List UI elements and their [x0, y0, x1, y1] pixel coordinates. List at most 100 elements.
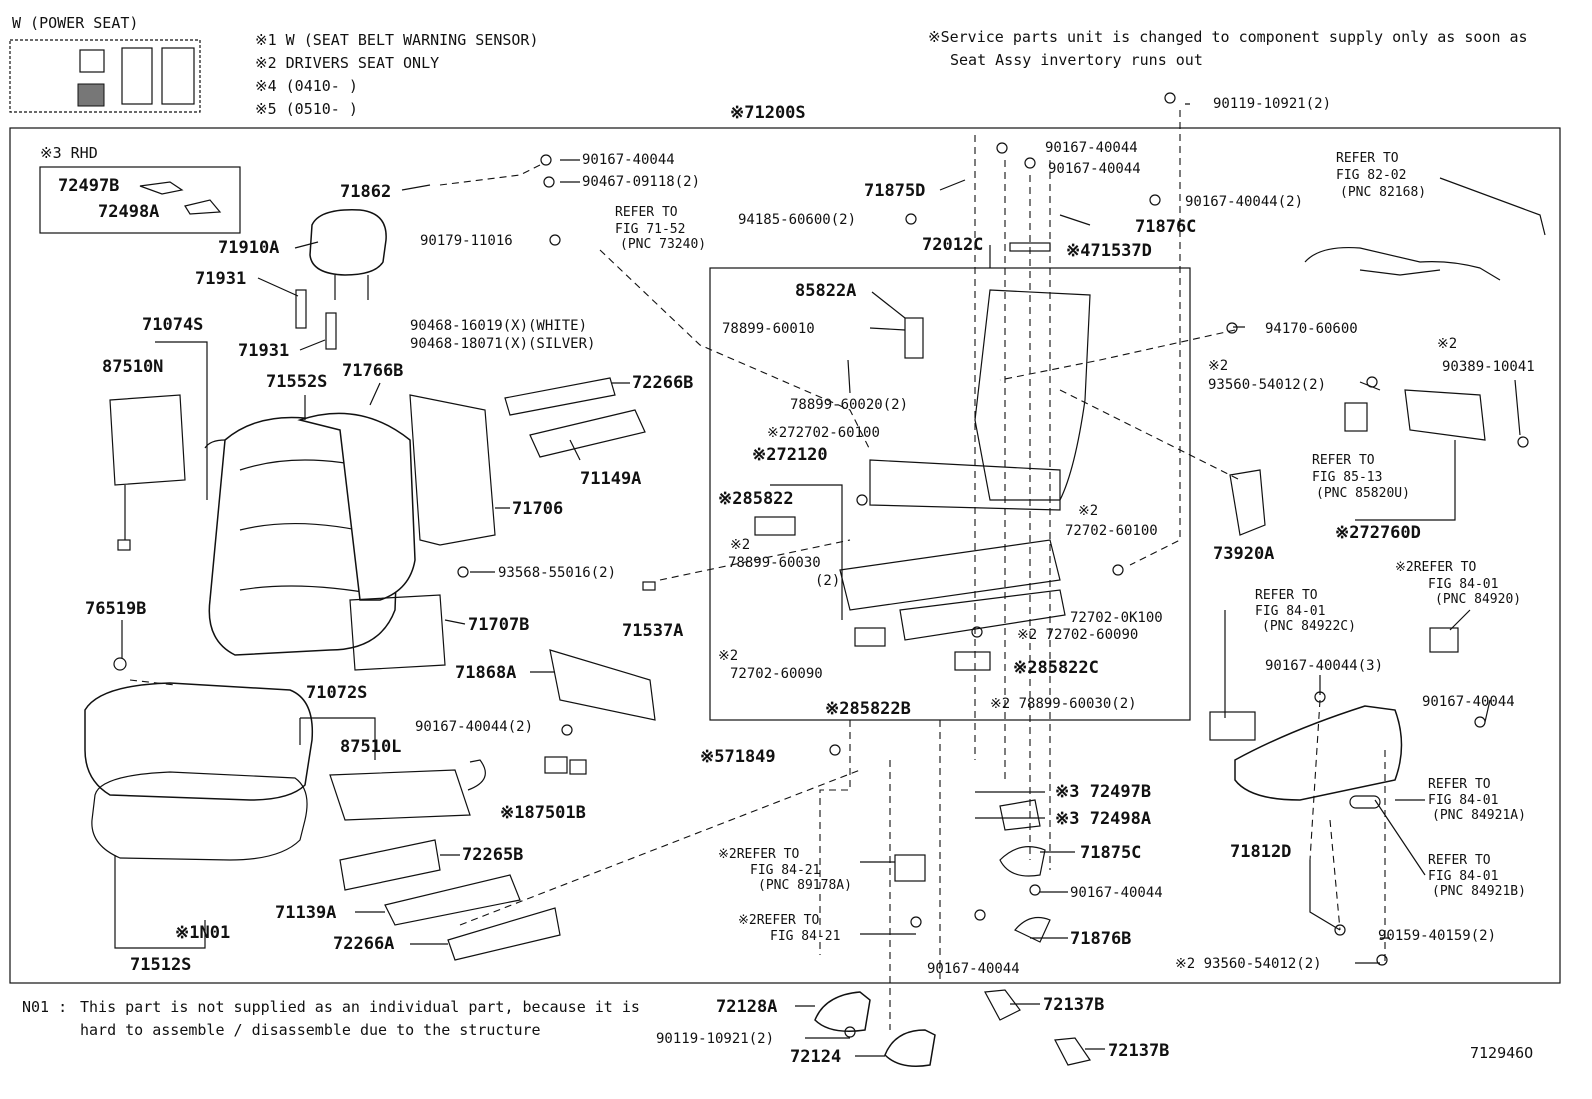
service-note-line-1: ※Service parts unit is changed to compon…: [928, 28, 1528, 46]
part-label: (PNC 85820U): [1316, 486, 1410, 501]
wire-harness-drawing: [1304, 177, 1546, 281]
part-label: 90468-16019(X)(WHITE): [410, 318, 587, 334]
seat-frame-drawing: [839, 289, 1091, 641]
dashed-guide-lines: [129, 110, 1386, 1030]
part-label: 71876C: [1135, 217, 1196, 237]
part-label: ※187501B: [500, 803, 586, 823]
note-1: ※1 W (SEAT BELT WARNING SENSOR): [255, 31, 539, 49]
part-label: 90167-40044: [582, 152, 675, 168]
part-label: 72266A: [333, 934, 394, 954]
part-label: REFER TO: [1336, 151, 1399, 166]
part-label: 71875D: [864, 181, 925, 201]
part-label: ※285822C: [1013, 658, 1099, 678]
part-label: ※2: [1208, 358, 1228, 374]
part-label: 90167-40044: [1045, 140, 1138, 156]
part-label: 93568-55016(2): [498, 565, 616, 581]
part-label: 71876B: [1070, 929, 1131, 949]
assembly-label: ※71200S: [730, 103, 806, 123]
part-label: ※3 72498A: [1055, 809, 1151, 829]
main-frame: [9, 127, 1561, 984]
part-label: ※2 93560-54012(2): [1175, 956, 1322, 972]
part-label: ※2REFER TO: [1395, 560, 1477, 575]
adjuster-motors-drawing: [754, 317, 991, 671]
part-label: 90167-40044: [1070, 885, 1163, 901]
part-label: REFER TO: [1428, 777, 1491, 792]
part-label: 90179-11016: [420, 233, 513, 249]
part-label: FIG 84-01: [1428, 869, 1498, 884]
rhd-brackets-drawing: [139, 181, 222, 215]
rhd-box: [39, 166, 241, 234]
part-label: 72265B: [462, 845, 523, 865]
part-label: 72137B: [1108, 1041, 1169, 1061]
part-label: ※285822B: [825, 699, 911, 719]
cushion-heater-drawing: [329, 759, 486, 821]
part-label: 90389-10041: [1442, 359, 1535, 375]
part-label: (PNC 82168): [1340, 185, 1426, 200]
rhd-item-72497b: 72497B: [58, 176, 119, 196]
part-label: 90159-40159(2): [1378, 928, 1496, 944]
part-label: 90167-40044: [927, 961, 1020, 977]
part-label: 87510N: [102, 357, 163, 377]
side-shields-drawing: [339, 377, 656, 961]
part-label: 71149A: [580, 469, 641, 489]
part-label: 90119-10921(2): [656, 1031, 774, 1047]
part-label: 72012C: [922, 235, 983, 255]
part-label: (PNC 89178A): [758, 878, 852, 893]
part-label: FIG 84-01: [1255, 604, 1325, 619]
part-label: ※272702-60100: [767, 425, 880, 441]
part-label: FIG 85-13: [1312, 470, 1382, 485]
note-2: ※2 DRIVERS SEAT ONLY: [255, 54, 439, 72]
part-label: ※2 78899-60030(2): [990, 696, 1137, 712]
part-label: FIG 84-01: [1428, 577, 1498, 592]
note-5: ※5 (0510- ): [255, 100, 358, 118]
part-label: 90167-40044(2): [415, 719, 533, 735]
seat-cushion-drawing: [84, 682, 314, 861]
rhd-box-title: ※3 RHD: [40, 144, 98, 162]
part-label: 78899-60030: [728, 555, 821, 571]
part-label: FIG 84-01: [1428, 793, 1498, 808]
part-label: 72137B: [1043, 995, 1104, 1015]
part-label: 87510L: [340, 737, 401, 757]
part-label: 76519B: [85, 599, 146, 619]
part-label: REFER TO: [615, 205, 678, 220]
leader-lines: [114, 103, 1521, 1057]
part-label: 78899-60020(2): [790, 397, 908, 413]
part-label: 72128A: [716, 997, 777, 1017]
part-label: 94185-60600(2): [738, 212, 856, 228]
part-label: ※2 72702-60090: [1017, 627, 1138, 643]
part-label: 71139A: [275, 903, 336, 923]
part-label: REFER TO: [1428, 853, 1491, 868]
part-label: ※2: [718, 648, 738, 664]
variant-title: W (POWER SEAT): [12, 14, 138, 32]
figure-id: 712946O: [1470, 1044, 1533, 1062]
part-label: 72702-0K100: [1070, 610, 1163, 626]
rhd-item-72498a: 72498A: [98, 202, 159, 222]
part-label: 73920A: [1213, 544, 1274, 564]
part-label: 71707B: [468, 615, 529, 635]
part-label: REFER TO: [1312, 453, 1375, 468]
part-label: FIG 71-52: [615, 222, 685, 237]
part-label: 71074S: [142, 315, 203, 335]
part-label: (2): [815, 573, 840, 589]
covers-lower-drawing: [814, 799, 1091, 1067]
part-label: ※3 72497B: [1055, 782, 1151, 802]
part-label: REFER TO: [1255, 588, 1318, 603]
part-label: 71931: [238, 341, 289, 361]
part-label: 71706: [512, 499, 563, 519]
part-label: 71537A: [622, 621, 683, 641]
part-label: 78899-60010: [722, 321, 815, 337]
seat-frame-box: [709, 267, 1191, 721]
part-label: ※2REFER TO: [718, 847, 800, 862]
part-label: 72266B: [632, 373, 693, 393]
variant-legend-box: [9, 39, 201, 113]
part-label: 90468-18071(X)(SILVER): [410, 336, 595, 352]
part-label: 94170-60600: [1265, 321, 1358, 337]
part-label: ※571849: [700, 747, 776, 767]
part-label: ※2: [730, 537, 750, 553]
part-label: 71812D: [1230, 842, 1291, 862]
part-label: 93560-54012(2): [1208, 377, 1326, 393]
part-label: 71910A: [218, 238, 279, 258]
part-label: 71512S: [130, 955, 191, 975]
part-label: ※471537D: [1066, 241, 1152, 261]
